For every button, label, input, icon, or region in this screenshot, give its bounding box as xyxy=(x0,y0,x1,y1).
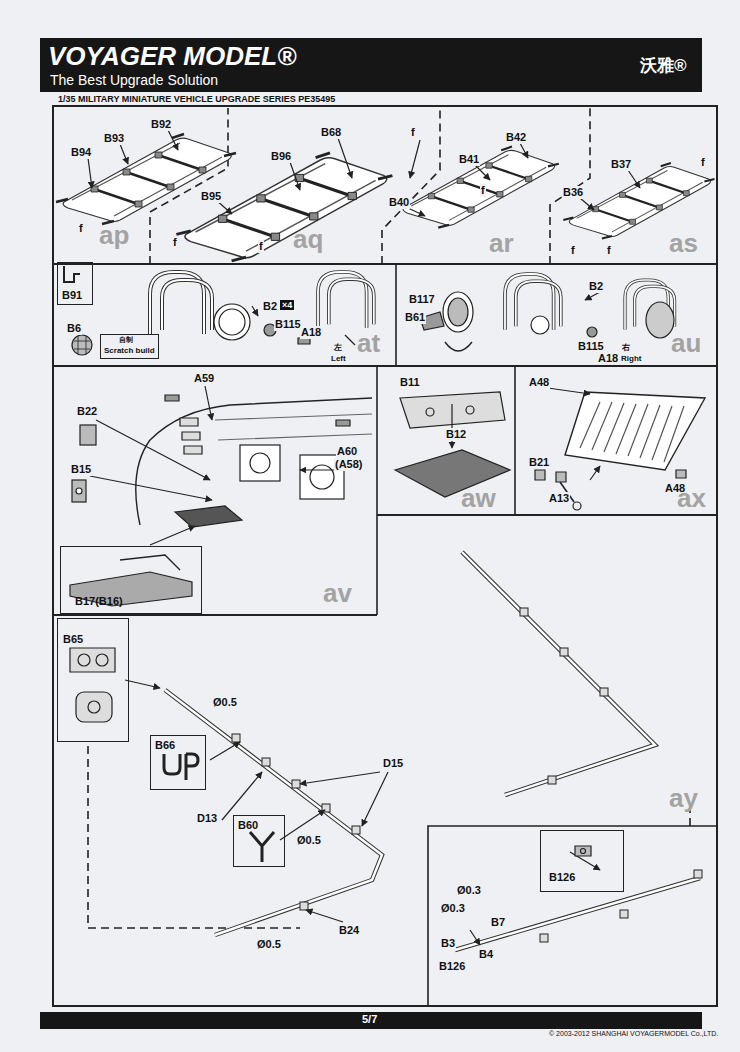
part-number: Ø0.3 xyxy=(456,884,482,897)
footer-band: 5/7 xyxy=(40,1012,702,1029)
part-number: B115 xyxy=(577,340,605,353)
part-number: Right xyxy=(620,354,642,363)
part-number: D13 xyxy=(196,812,218,825)
part-number: B4 xyxy=(478,948,494,961)
part-number: Left xyxy=(330,354,347,363)
part-number: A48 xyxy=(528,376,550,389)
box-text: 5/7 xyxy=(362,1013,377,1026)
part-number: 左 xyxy=(333,343,343,352)
part-number: B12 xyxy=(445,428,467,441)
part-number: B24 xyxy=(338,924,360,937)
part-number: B40 xyxy=(388,196,410,209)
inset-box: B66 xyxy=(150,735,206,790)
box-text: VOYAGER MODEL® xyxy=(48,42,296,72)
inset-box: B126 xyxy=(540,830,624,892)
part-number: Ø0.5 xyxy=(256,938,282,951)
inset-box: B60 xyxy=(233,815,285,867)
part-number: f xyxy=(570,244,576,257)
part-number: B21 xyxy=(528,456,550,469)
step-label: ax xyxy=(676,485,707,511)
box-text: The Best Upgrade Solution xyxy=(50,72,218,88)
note-box: 自制 Scratch build xyxy=(100,334,159,359)
step-label: av xyxy=(322,580,353,606)
step-label: ar xyxy=(488,230,515,256)
part-number: B117 xyxy=(408,293,436,306)
part-number: f xyxy=(78,222,84,235)
box-text: B65 xyxy=(63,633,83,646)
part-number: B37 xyxy=(610,158,632,171)
part-number: B96 xyxy=(270,150,292,163)
brand-band: VOYAGER MODEL®The Best Upgrade Solution 沃… xyxy=(40,38,702,92)
part-number: B126 xyxy=(438,960,466,973)
part-number: B36 xyxy=(562,186,584,199)
part-number: A60 xyxy=(336,445,358,458)
part-number: B93 xyxy=(103,132,125,145)
part-number: f xyxy=(258,240,264,253)
part-number: Ø0.3 xyxy=(440,902,466,915)
box-text: B91 xyxy=(62,289,82,302)
box-text: Scratch build xyxy=(104,346,155,355)
part-number: B11 xyxy=(399,376,421,389)
part-number: B22 xyxy=(76,405,98,418)
part-number: A18 xyxy=(597,352,619,365)
step-label: aq xyxy=(292,226,324,252)
part-number: B7 xyxy=(490,916,506,929)
part-number: B94 xyxy=(70,146,92,159)
part-number: B68 xyxy=(320,126,342,139)
step-label: as xyxy=(668,230,699,256)
part-number: B2 xyxy=(262,300,278,313)
box-text: B66 xyxy=(155,739,175,752)
part-number: B3 xyxy=(440,937,456,950)
part-number: f xyxy=(410,126,416,139)
part-number: f xyxy=(700,156,706,169)
step-label: au xyxy=(670,330,702,356)
page-title: 1/35 MILITARY MINIATURE VEHICLE UPGRADE … xyxy=(58,94,335,104)
part-number: B2 xyxy=(588,280,604,293)
part-number: ×4 xyxy=(280,300,294,310)
part-number: B115 xyxy=(274,318,302,331)
part-number: A18 xyxy=(300,326,322,339)
step-label: at xyxy=(356,330,381,356)
part-number: A59 xyxy=(193,372,215,385)
part-number: Ø0.5 xyxy=(296,834,322,847)
part-number: A13 xyxy=(548,492,570,505)
part-number: B15 xyxy=(70,463,92,476)
part-number: 右 xyxy=(621,343,631,352)
inset-box: B17(B16) xyxy=(60,546,202,614)
step-label: aw xyxy=(460,485,497,511)
inset-box: B65 xyxy=(57,618,129,742)
part-number: B61 xyxy=(404,311,426,324)
part-number: f xyxy=(606,244,612,257)
part-number: Ø0.5 xyxy=(212,696,238,709)
box-text: 沃雅® xyxy=(640,56,687,76)
box-text: 自制 xyxy=(119,336,133,344)
part-number: f xyxy=(480,184,486,197)
box-text: B60 xyxy=(238,819,258,832)
copyright-note: © 2003-2012 SHANGHAI VOYAGERMODEL Co.,LT… xyxy=(548,1030,719,1038)
box-text: B17(B16) xyxy=(75,595,123,608)
box-text: B126 xyxy=(549,871,575,884)
step-label: ay xyxy=(668,785,699,811)
part-number: B42 xyxy=(505,131,527,144)
part-number: f xyxy=(172,236,178,249)
part-number: D15 xyxy=(382,757,404,770)
part-number: B92 xyxy=(150,118,172,131)
part-number: B41 xyxy=(458,153,480,166)
part-number: B6 xyxy=(66,322,82,335)
part-number: B95 xyxy=(200,190,222,203)
inset-box: B91 xyxy=(57,262,93,305)
part-number: (A58) xyxy=(334,458,364,471)
step-label: ap xyxy=(98,222,130,248)
